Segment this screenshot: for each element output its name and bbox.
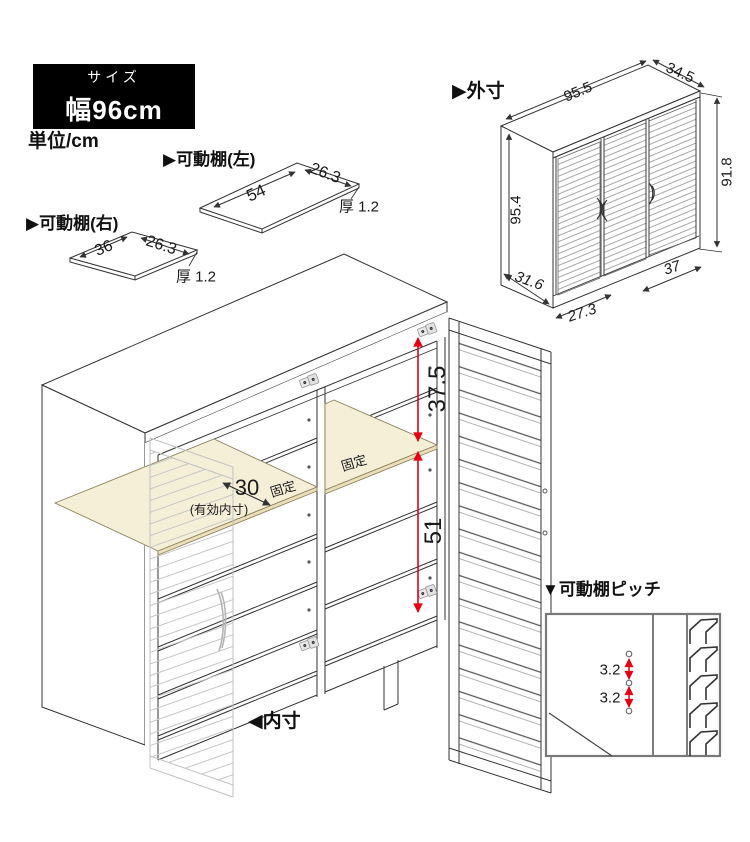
outer-height-right: 91.8 [718,157,736,187]
size-banner: サイズ 幅96cm [33,64,195,129]
door-handle-icon [601,199,608,222]
outer-height-left: 95.4 [507,195,525,225]
inner-dimension-arrows [222,337,423,613]
inner-lower-height: 51 [420,517,447,545]
outer-cabinet-drawing [499,59,723,319]
movable-shelf-right-drawing [68,231,199,281]
inner-cabinet-drawing [40,253,552,798]
size-banner-label: サイズ [87,68,141,85]
unit-label: 単位/cm [28,131,99,152]
shelf-pitch-detail [544,612,722,758]
fixed-shelf-right [324,399,439,495]
shelf-right-title: ▶可動棚(右) [26,214,119,233]
inner-title: ◀内寸 [248,711,301,732]
ghost-door-handle-icon [216,588,227,652]
movable-shelf-left-drawing [198,162,361,234]
outer-title: ▶外寸 [452,81,505,102]
pitch-title: ▼可動棚ピッチ [542,580,661,599]
right-column-shelves [324,387,438,667]
inner-shelf-depth-note: (有効内寸) [189,502,249,517]
louver-slat-detail [689,618,718,756]
size-banner-value: 幅96cm [65,94,163,125]
shelf-right-thickness: 厚 1.2 [175,268,217,286]
shelf-left-thickness: 厚 1.2 [338,198,380,216]
outer-door-right [648,101,697,256]
door-handle-icon [648,182,655,205]
outer-door-middle [603,122,647,277]
pitch-gap-bottom: 3.2 [599,689,621,707]
pitch-gap-top: 3.2 [599,661,621,679]
inner-shelf-depth: 30 [234,475,260,500]
shelf-left-title: ▶可動棚(左) [163,150,256,169]
open-louver-door-right [448,317,552,794]
shelf-pin-holes [307,366,432,612]
outer-door-left [557,141,601,296]
ghost-open-door [149,437,234,798]
inner-upper-height: 37.5 [424,365,451,413]
